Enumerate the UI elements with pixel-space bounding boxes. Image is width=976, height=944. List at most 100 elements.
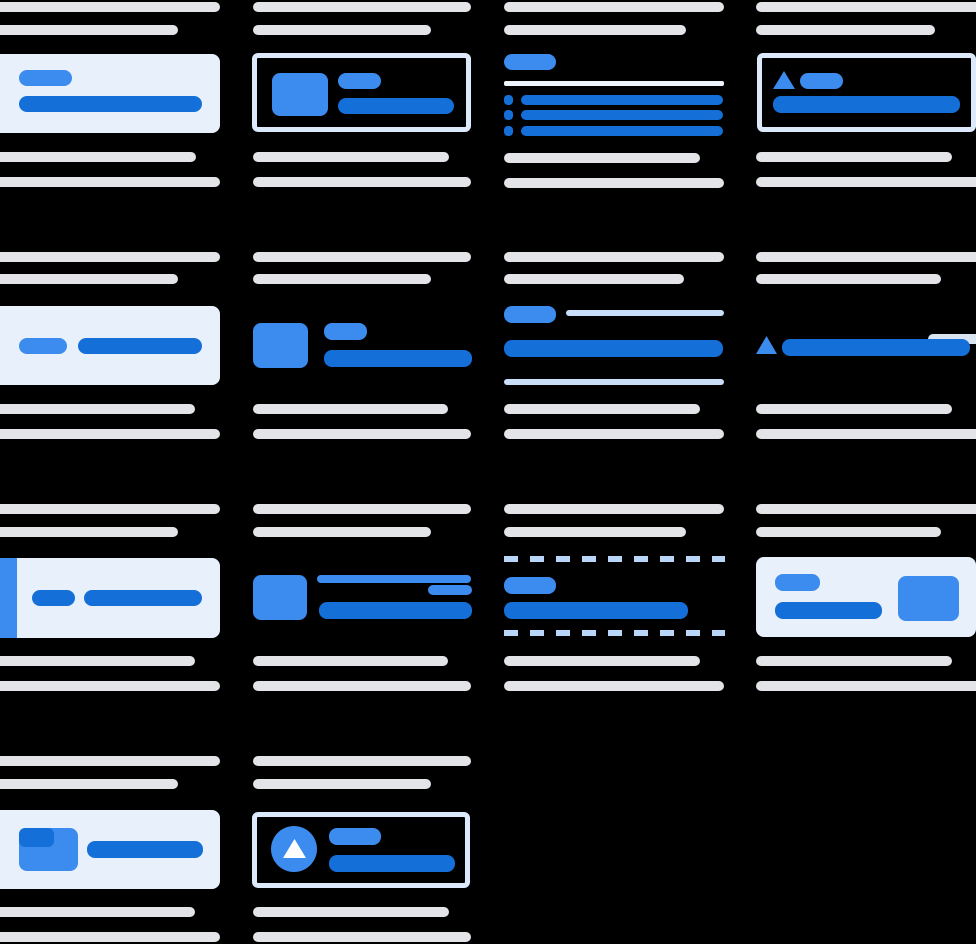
text-line (756, 2, 976, 12)
callout-card (756, 557, 976, 637)
text-line-fragment (928, 334, 976, 344)
highlight-bar (782, 339, 970, 356)
text-line (504, 153, 700, 163)
text-line (756, 527, 941, 537)
text-line (504, 404, 700, 414)
title-pill (504, 577, 556, 594)
play-circle-icon (271, 826, 317, 872)
text-line (0, 779, 178, 789)
text-line (0, 274, 178, 284)
title-pill (324, 323, 367, 340)
body-bar (87, 841, 203, 858)
title-pill (329, 828, 381, 845)
text-line (0, 25, 178, 35)
image-icon (253, 575, 307, 620)
text-line (253, 252, 471, 262)
text-line (253, 932, 471, 942)
text-line (253, 25, 431, 35)
body-bar (775, 602, 882, 619)
dashed-border-top (504, 556, 725, 562)
text-line (0, 932, 220, 942)
label-pill (19, 338, 67, 354)
text-line (0, 404, 195, 414)
text-line (0, 2, 220, 12)
text-line (0, 504, 220, 514)
text-line (253, 2, 471, 12)
text-line (0, 252, 220, 262)
list-item-bar (521, 110, 723, 120)
text-line (504, 2, 724, 12)
link-rule (317, 575, 471, 583)
text-line (756, 274, 941, 284)
text-line (504, 504, 724, 514)
body-bar (319, 602, 472, 619)
title-pill (800, 73, 843, 89)
label-pill (32, 590, 75, 606)
text-line (253, 907, 449, 917)
text-line (253, 527, 431, 537)
label-pill (504, 306, 556, 323)
text-line (253, 274, 431, 284)
text-line (0, 527, 178, 537)
body-bar (338, 98, 454, 114)
list-item-bar (521, 95, 723, 105)
text-line (504, 527, 686, 537)
body-bar (773, 96, 960, 113)
text-line (0, 681, 220, 691)
callout-card (0, 810, 220, 889)
copy-icon-overlay (19, 828, 54, 847)
warning-triangle-icon (756, 336, 777, 354)
text-line (756, 429, 976, 439)
text-line (253, 177, 471, 187)
text-line (0, 177, 220, 187)
text-line (756, 252, 976, 262)
bullet-dot (504, 95, 513, 105)
text-line (504, 656, 700, 666)
title-pill (338, 73, 381, 89)
callout-card (0, 306, 220, 385)
text-line (0, 152, 196, 162)
text-line (253, 681, 471, 691)
play-triangle-icon (283, 839, 306, 858)
outlined-card (252, 53, 471, 132)
image-icon (253, 323, 308, 368)
title-pill (19, 70, 72, 86)
text-line (756, 504, 976, 514)
bullet-dot (504, 126, 513, 136)
accent-bar (0, 558, 17, 638)
text-line (756, 177, 976, 187)
text-line (756, 656, 952, 666)
text-line (253, 504, 471, 514)
text-line (253, 656, 448, 666)
text-line (0, 756, 220, 766)
text-line (756, 152, 952, 162)
copy-icon-base (19, 828, 78, 871)
divider-line (504, 81, 724, 86)
text-line (0, 656, 195, 666)
text-line (253, 779, 431, 789)
image-icon (272, 73, 328, 116)
light-rule (566, 310, 724, 316)
text-line (504, 429, 724, 439)
text-line (504, 25, 686, 35)
highlight-bar (504, 340, 723, 357)
callout-card (0, 558, 220, 638)
light-rule (504, 379, 724, 385)
title-pill (504, 54, 556, 70)
body-bar (504, 602, 688, 619)
text-line (253, 152, 449, 162)
image-icon (898, 576, 959, 621)
link-tag (428, 585, 472, 595)
text-line (504, 252, 724, 262)
text-line (0, 907, 195, 917)
